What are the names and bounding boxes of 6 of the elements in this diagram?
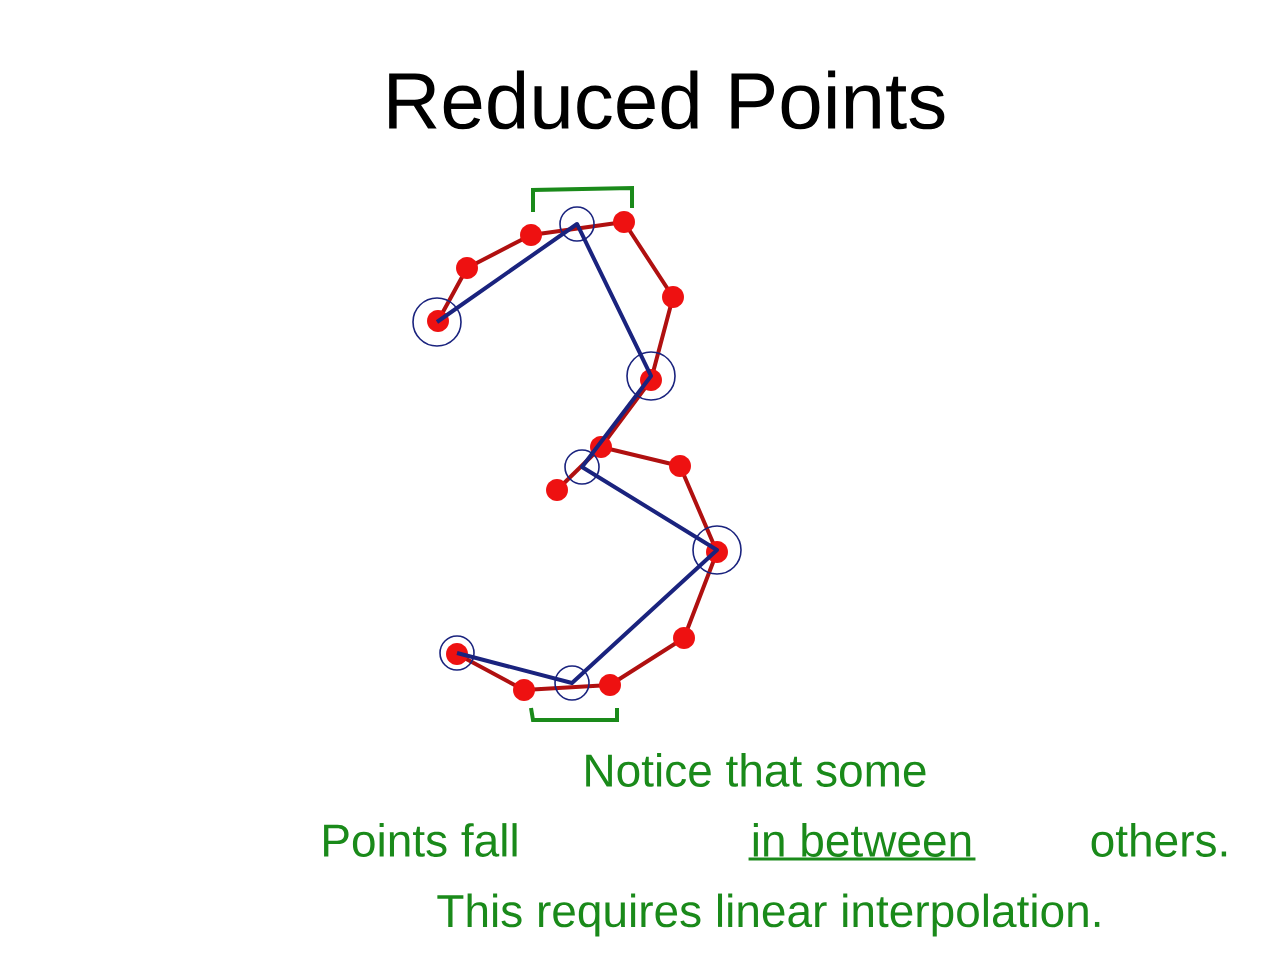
note-text: Notice that some: [586, 753, 926, 787]
title: Reduced Points: [389, 70, 945, 130]
note-text: Points fall: [324, 823, 517, 857]
note-text: This requires linear interpolation.: [437, 893, 1100, 937]
underlined-text: in between: [748, 823, 976, 861]
note-text: others.: [1091, 823, 1227, 857]
